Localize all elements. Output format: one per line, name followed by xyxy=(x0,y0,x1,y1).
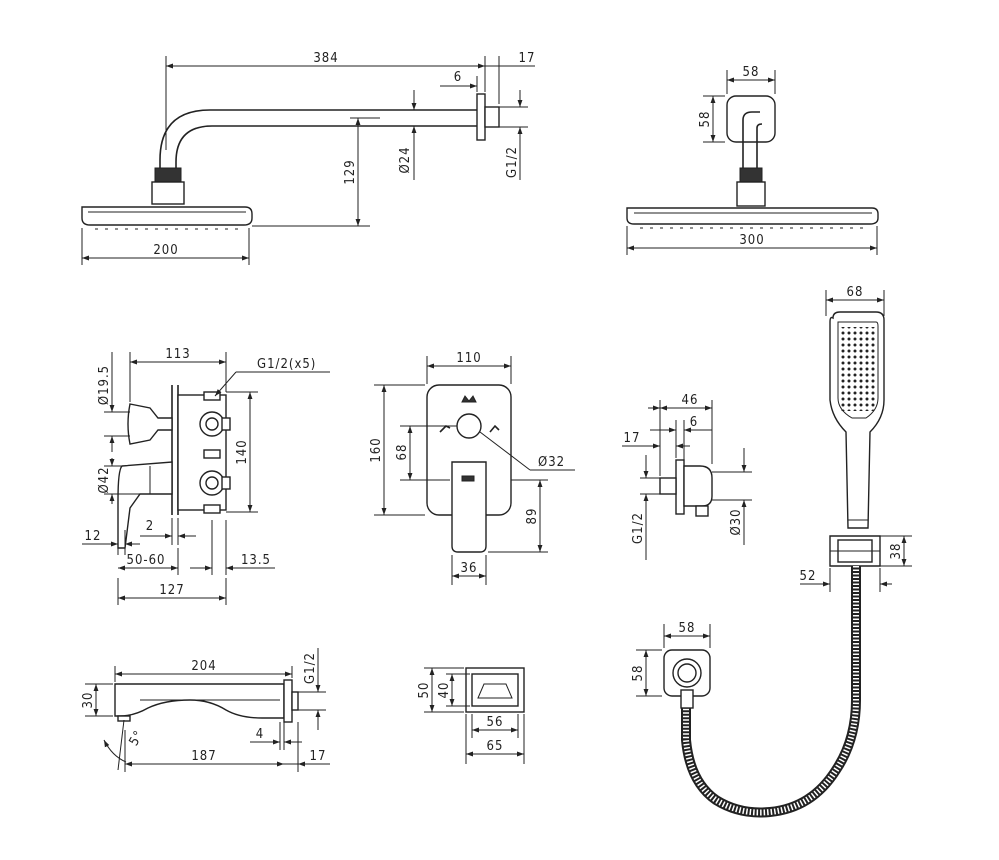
dim-6-flange: 6 xyxy=(454,70,462,85)
arm-curve xyxy=(742,111,760,142)
dim-204: 204 xyxy=(191,659,216,674)
dim-spout-angle: 5° xyxy=(127,728,148,749)
swivel-joint xyxy=(154,167,182,183)
bath-spout-view: 204 30 G1/2 5° 4 187 17 xyxy=(81,648,330,772)
dim-89: 89 xyxy=(525,508,540,525)
swivel-joint-large xyxy=(739,167,763,183)
dim-52: 52 xyxy=(800,569,817,584)
ball-joint xyxy=(151,181,185,205)
dim-30: 30 xyxy=(81,692,96,709)
dim-lever-diameter: Ø42 xyxy=(97,466,112,493)
dim-140: 140 xyxy=(235,439,250,464)
dim-58-flange-h: 58 xyxy=(698,111,713,128)
wall-outlet-front: 58 58 xyxy=(631,621,711,709)
elbow-body xyxy=(683,465,713,507)
dim-17-elbow: 17 xyxy=(624,431,641,446)
dim-65: 65 xyxy=(487,739,504,754)
flange-nut xyxy=(484,106,500,128)
diverter-knob-front xyxy=(456,413,482,439)
lever-handle-side xyxy=(117,461,173,549)
dim-spout-thread: G1/2 xyxy=(303,652,318,684)
ball-joint-large xyxy=(736,181,766,207)
hose xyxy=(683,566,859,816)
right-outlet-icon xyxy=(489,424,500,433)
dim-36: 36 xyxy=(461,561,478,576)
dim-diverter-diameter: Ø32 xyxy=(538,455,565,470)
dim-17-flange: 17 xyxy=(519,51,536,66)
hose-outline xyxy=(681,566,861,818)
dim-113: 113 xyxy=(165,347,190,362)
dim-38: 38 xyxy=(889,543,904,560)
dim-arm-thread: G1/2 xyxy=(505,146,520,178)
dim-4: 4 xyxy=(256,727,264,742)
shower-arm-bottom xyxy=(175,125,477,170)
dim-40: 40 xyxy=(437,682,452,699)
elbow-flange xyxy=(675,459,685,515)
wall-flange xyxy=(476,93,486,141)
shower-arm-top xyxy=(159,109,477,170)
dim-elbow-thread: G1/2 xyxy=(631,512,646,544)
dim-elbow-diameter: Ø30 xyxy=(729,508,744,535)
dim-384: 384 xyxy=(313,51,338,66)
dim-2: 2 xyxy=(146,519,154,534)
elbow-thread xyxy=(659,477,677,495)
dim-160: 160 xyxy=(369,437,384,462)
outlet-connector xyxy=(680,689,694,709)
shower-head-large xyxy=(626,207,879,225)
dim-129: 129 xyxy=(343,159,358,184)
diverter-knob-side xyxy=(127,403,173,445)
dim-58-outlet-h: 58 xyxy=(631,665,646,682)
wall-elbow-view: 46 6 17 G1/2 Ø30 xyxy=(622,393,752,560)
hand-shower-assembly: 68 38 52 xyxy=(681,285,912,818)
dim-56: 56 xyxy=(487,715,504,730)
dim-68: 68 xyxy=(395,444,410,461)
dim-127: 127 xyxy=(159,583,184,598)
shower-arm-assembly: 384 17 6 129 Ø24 G1/2 200 xyxy=(81,51,536,265)
dim-50: 50 xyxy=(417,682,432,699)
shower-head-small xyxy=(81,206,253,226)
dim-13-5: 13.5 xyxy=(241,553,271,568)
dim-110: 110 xyxy=(456,351,481,366)
dim-200: 200 xyxy=(153,243,178,258)
spray-face xyxy=(841,327,875,411)
dim-187: 187 xyxy=(191,749,216,764)
dim-58-outlet-w: 58 xyxy=(679,621,696,636)
dim-50-60: 50-60 xyxy=(127,553,166,568)
elbow-outlet xyxy=(695,505,709,517)
shower-head-large-assembly: 58 58 300 xyxy=(626,65,879,255)
dim-6-elbow: 6 xyxy=(690,415,698,430)
lever-handle-front xyxy=(451,461,487,553)
dim-46: 46 xyxy=(682,393,699,408)
spout-front-view: 50 40 56 65 xyxy=(417,667,525,764)
spout-flange xyxy=(283,679,293,723)
dim-17-spout: 17 xyxy=(310,749,327,764)
label-thread-x5: G1/2(x5) xyxy=(257,357,316,372)
mixer-side-view: 113 G1/2(x5) Ø19.5 Ø42 140 2 12 xyxy=(82,347,330,605)
brand-badge xyxy=(461,475,475,482)
dim-68-handshower: 68 xyxy=(847,285,864,300)
square-flange xyxy=(726,95,776,143)
dim-58-flange-w: 58 xyxy=(743,65,760,80)
crown-icon xyxy=(461,395,477,403)
mixer-front-view: 110 160 68 Ø32 89 36 xyxy=(369,351,575,585)
dim-300: 300 xyxy=(739,233,764,248)
dim-knob-diameter: Ø19.5 xyxy=(97,365,112,405)
dim-12: 12 xyxy=(85,529,102,544)
bath-spout xyxy=(114,683,285,719)
dim-arm-diameter: Ø24 xyxy=(398,146,413,173)
